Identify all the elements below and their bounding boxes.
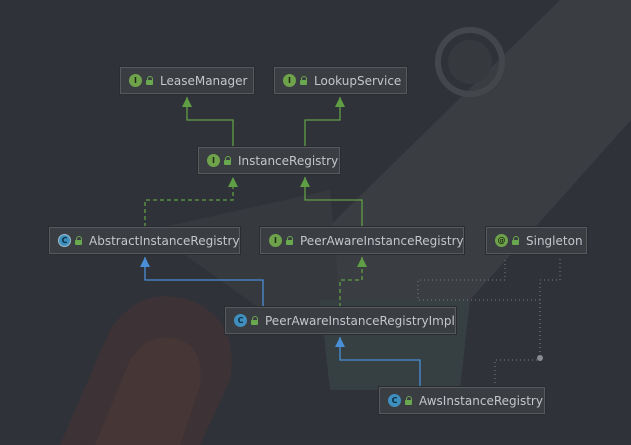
edge-impl-to-abstract — [144, 257, 264, 307]
node-label: AbstractInstanceRegistry — [89, 233, 240, 248]
node-label: LeaseManager — [160, 73, 248, 88]
node-lease-manager[interactable]: I LeaseManager — [120, 67, 254, 94]
node-abstract-instance-registry[interactable]: C AbstractInstanceRegistry — [49, 227, 240, 254]
lock-icon — [74, 236, 83, 245]
lock-icon — [404, 396, 413, 405]
node-lookup-service[interactable]: I LookupService — [274, 67, 407, 94]
node-singleton[interactable]: @ Singleton — [486, 227, 587, 254]
interface-icon: I — [283, 74, 296, 87]
junction-dot — [537, 355, 543, 361]
interface-icon: I — [269, 234, 282, 247]
abstract-class-icon: C — [58, 234, 71, 247]
lock-icon — [285, 236, 294, 245]
edge-impl-to-peer-aware — [339, 257, 363, 307]
edge-instance-registry-to-lookup-service — [304, 97, 341, 147]
edge-abstract-to-instance-registry — [144, 177, 234, 227]
edge-impl-to-peer-aware-arrowhead — [357, 257, 367, 267]
class-icon: C — [234, 314, 247, 327]
edge-aws-to-impl-arrowhead — [335, 337, 345, 347]
node-aws-instance-registry[interactable]: C AwsInstanceRegistry — [379, 387, 545, 414]
lock-icon — [145, 76, 154, 85]
interface-icon: I — [129, 74, 142, 87]
node-instance-registry[interactable]: I InstanceRegistry — [198, 147, 340, 174]
edge-instance-registry-to-lease-manager — [186, 97, 234, 147]
node-label: PeerAwareInstanceRegistry — [300, 233, 464, 248]
node-label: LookupService — [314, 73, 402, 88]
edge-aws-to-singleton-b — [417, 257, 541, 360]
lock-icon — [250, 316, 259, 325]
node-label: PeerAwareInstanceRegistryImpl — [265, 313, 455, 328]
lock-icon — [299, 76, 308, 85]
class-icon: C — [388, 394, 401, 407]
node-label: Singleton — [526, 233, 583, 248]
node-peer-aware-instance-registry[interactable]: I PeerAwareInstanceRegistry — [260, 227, 464, 254]
lock-icon — [223, 156, 232, 165]
node-label: InstanceRegistry — [238, 153, 339, 168]
edge-peer-aware-to-instance-registry — [304, 177, 363, 227]
node-label: AwsInstanceRegistry — [419, 393, 543, 408]
edge-aws-to-impl — [339, 337, 421, 387]
edge-instance-registry-to-lease-manager-arrowhead — [182, 97, 192, 107]
edge-instance-registry-to-lookup-service-arrowhead — [335, 97, 345, 107]
edge-peer-aware-to-instance-registry-arrowhead — [300, 177, 310, 187]
edge-impl-to-abstract-arrowhead — [140, 257, 150, 267]
lock-icon — [511, 236, 520, 245]
annotation-icon: @ — [495, 234, 508, 247]
edge-abstract-to-instance-registry-arrowhead — [228, 177, 238, 187]
edges-layer — [140, 97, 561, 387]
interface-icon: I — [207, 154, 220, 167]
node-peer-aware-instance-registry-impl[interactable]: C PeerAwareInstanceRegistryImpl — [225, 307, 456, 334]
